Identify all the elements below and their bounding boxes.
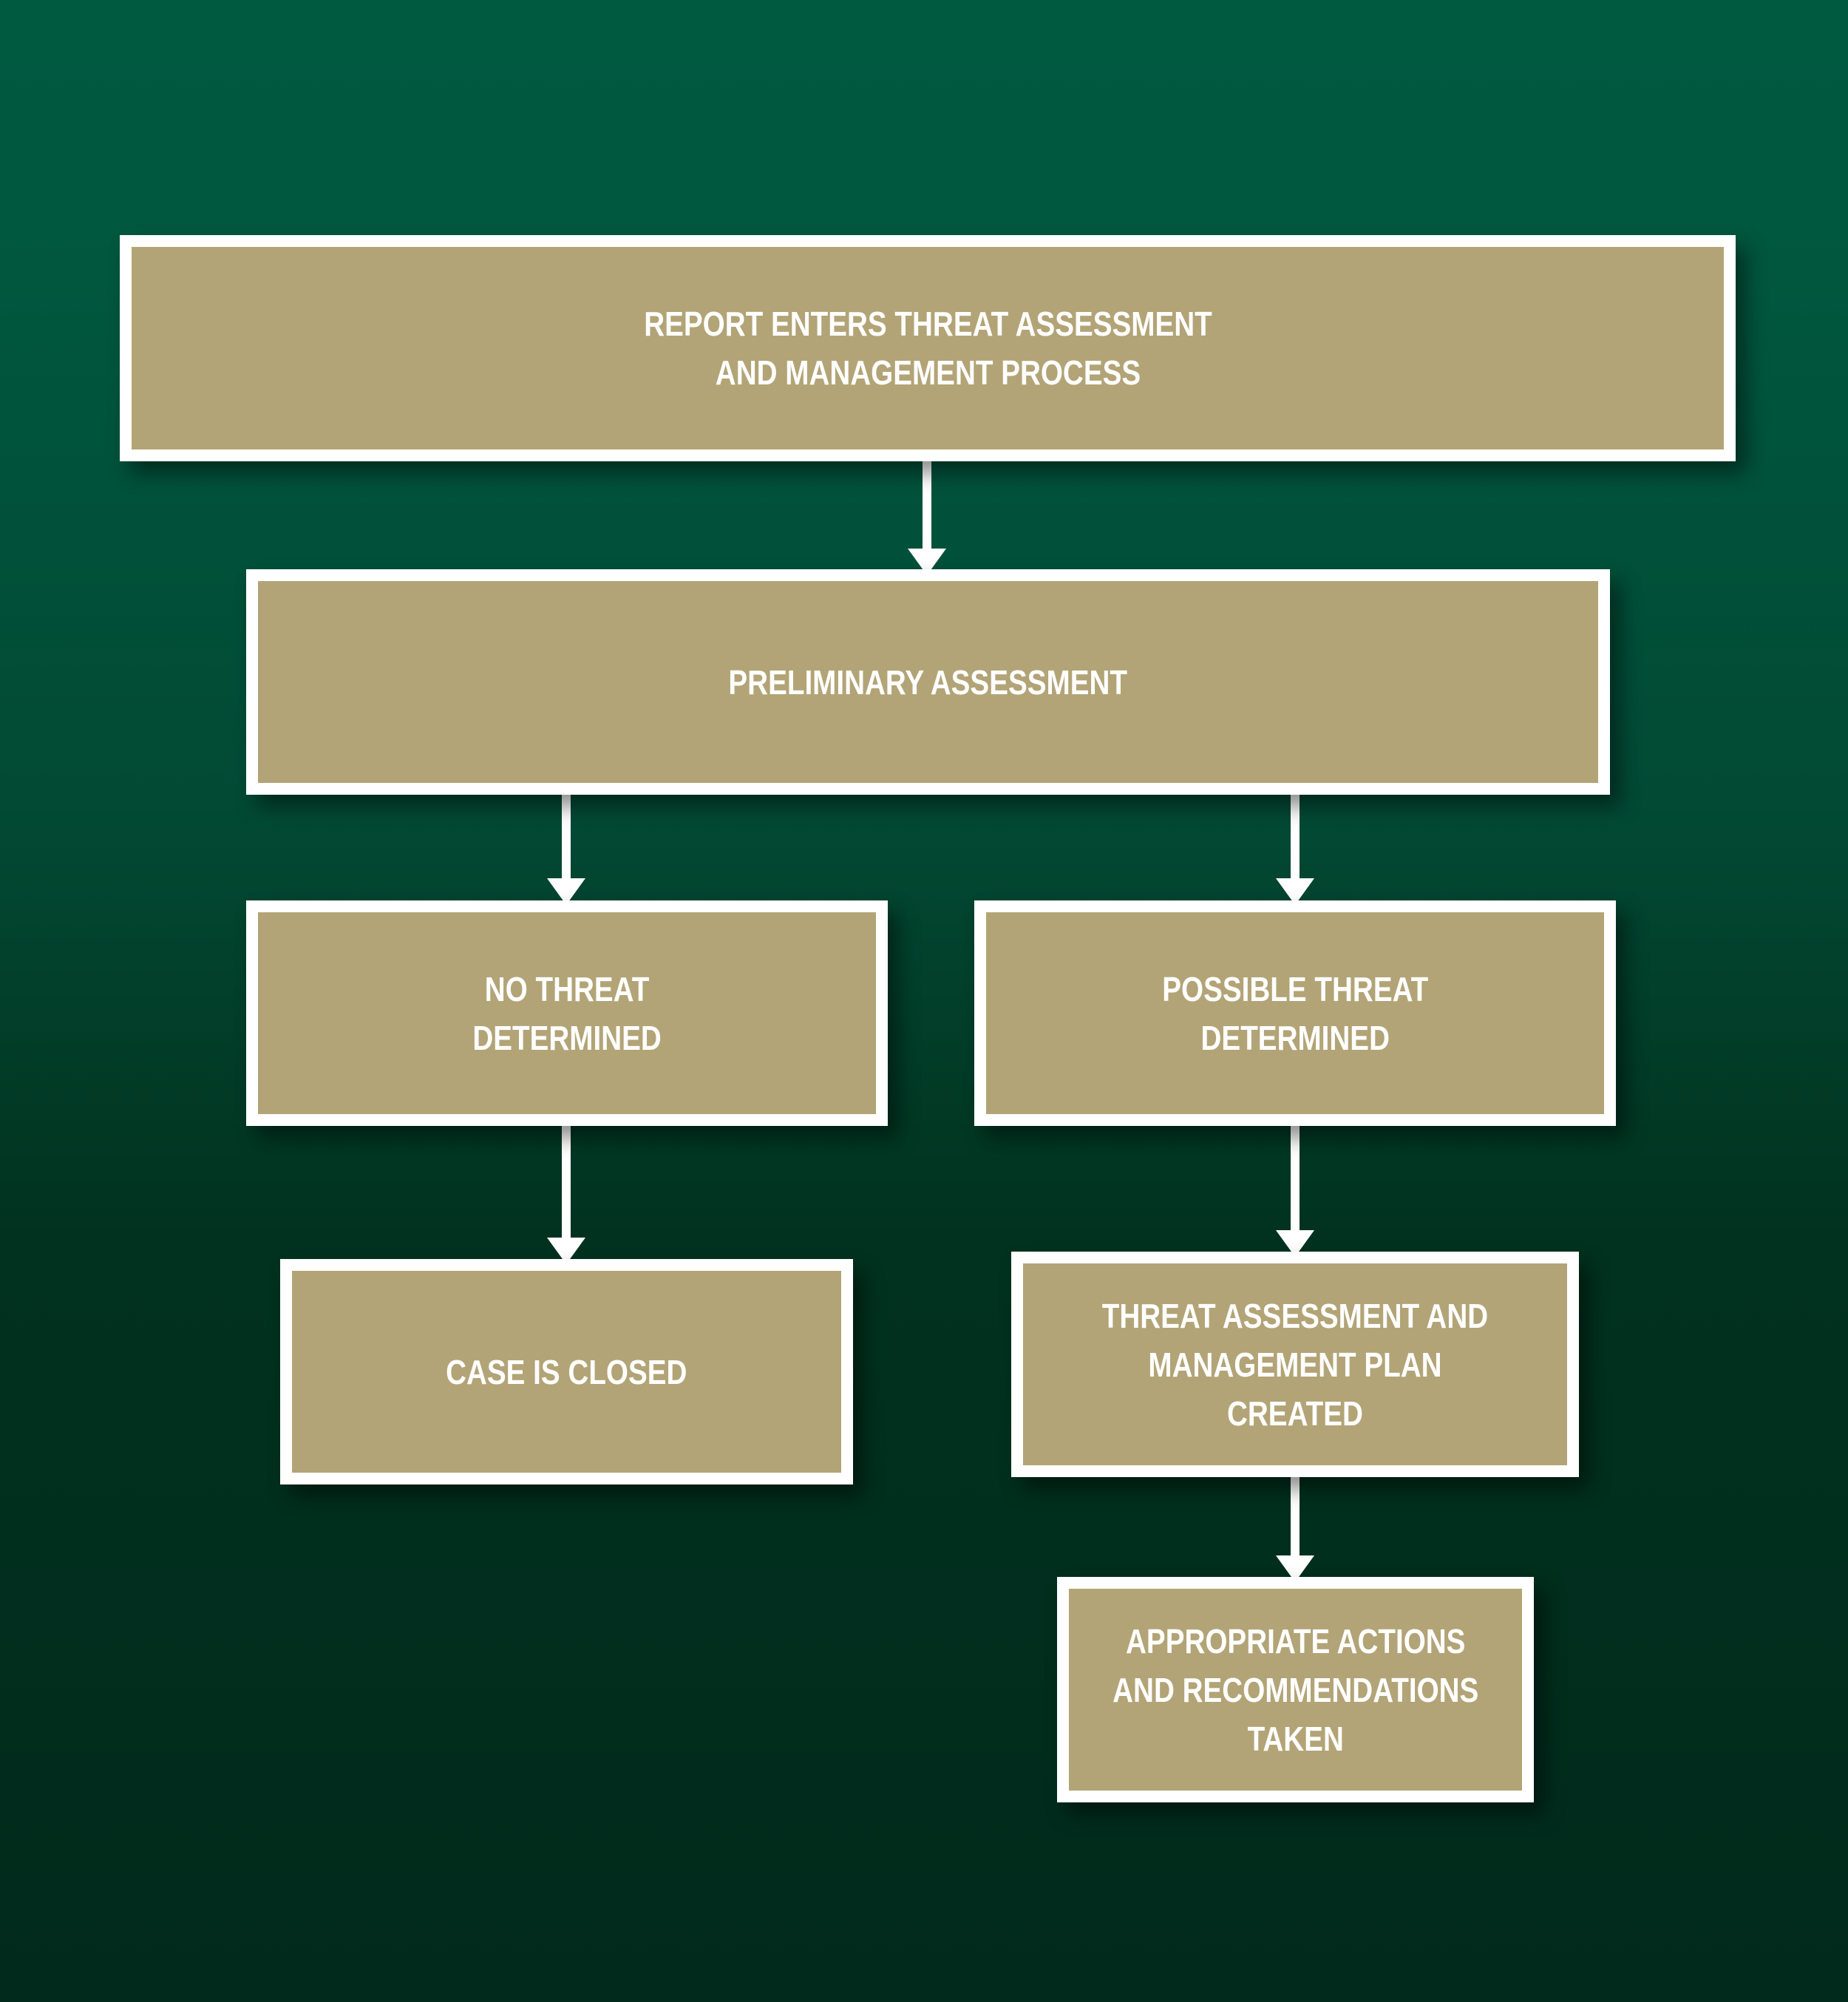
node-label: APPROPRIATE ACTIONS AND RECOMMENDATIONS … — [1112, 1621, 1479, 1758]
node-plan-created: THREAT ASSESSMENT AND MANAGEMENT PLAN CR… — [1011, 1252, 1579, 1477]
node-possible-threat-determined: POSSIBLE THREAT DETERMINED — [974, 900, 1616, 1126]
node-report-enters-process: REPORT ENTERS THREAT ASSESSMENT AND MANA… — [120, 235, 1736, 461]
node-label: PRELIMINARY ASSESSMENT — [728, 662, 1128, 702]
node-preliminary-assessment: PRELIMINARY ASSESSMENT — [246, 569, 1610, 795]
arrow-no-threat-to-case-closed — [547, 1124, 585, 1264]
node-no-threat-determined: NO THREAT DETERMINED — [246, 900, 888, 1126]
arrow-plan-created-to-actions-taken — [1276, 1475, 1314, 1582]
node-label: POSSIBLE THREAT DETERMINED — [1162, 969, 1428, 1057]
arrow-possible-threat-to-plan-created — [1276, 1124, 1314, 1257]
arrow-preliminary-to-possible-threat — [1276, 793, 1314, 905]
node-label: NO THREAT DETERMINED — [472, 969, 662, 1057]
node-actions-taken: APPROPRIATE ACTIONS AND RECOMMENDATIONS … — [1057, 1577, 1534, 1802]
arrow-report-to-preliminary — [908, 460, 946, 575]
node-label: REPORT ENTERS THREAT ASSESSMENT AND MANA… — [643, 305, 1212, 392]
arrow-preliminary-to-no-threat — [547, 793, 585, 905]
node-label: CASE IS CLOSED — [446, 1352, 687, 1391]
node-label: THREAT ASSESSMENT AND MANAGEMENT PLAN CR… — [1101, 1296, 1489, 1433]
node-case-is-closed: CASE IS CLOSED — [280, 1259, 853, 1484]
